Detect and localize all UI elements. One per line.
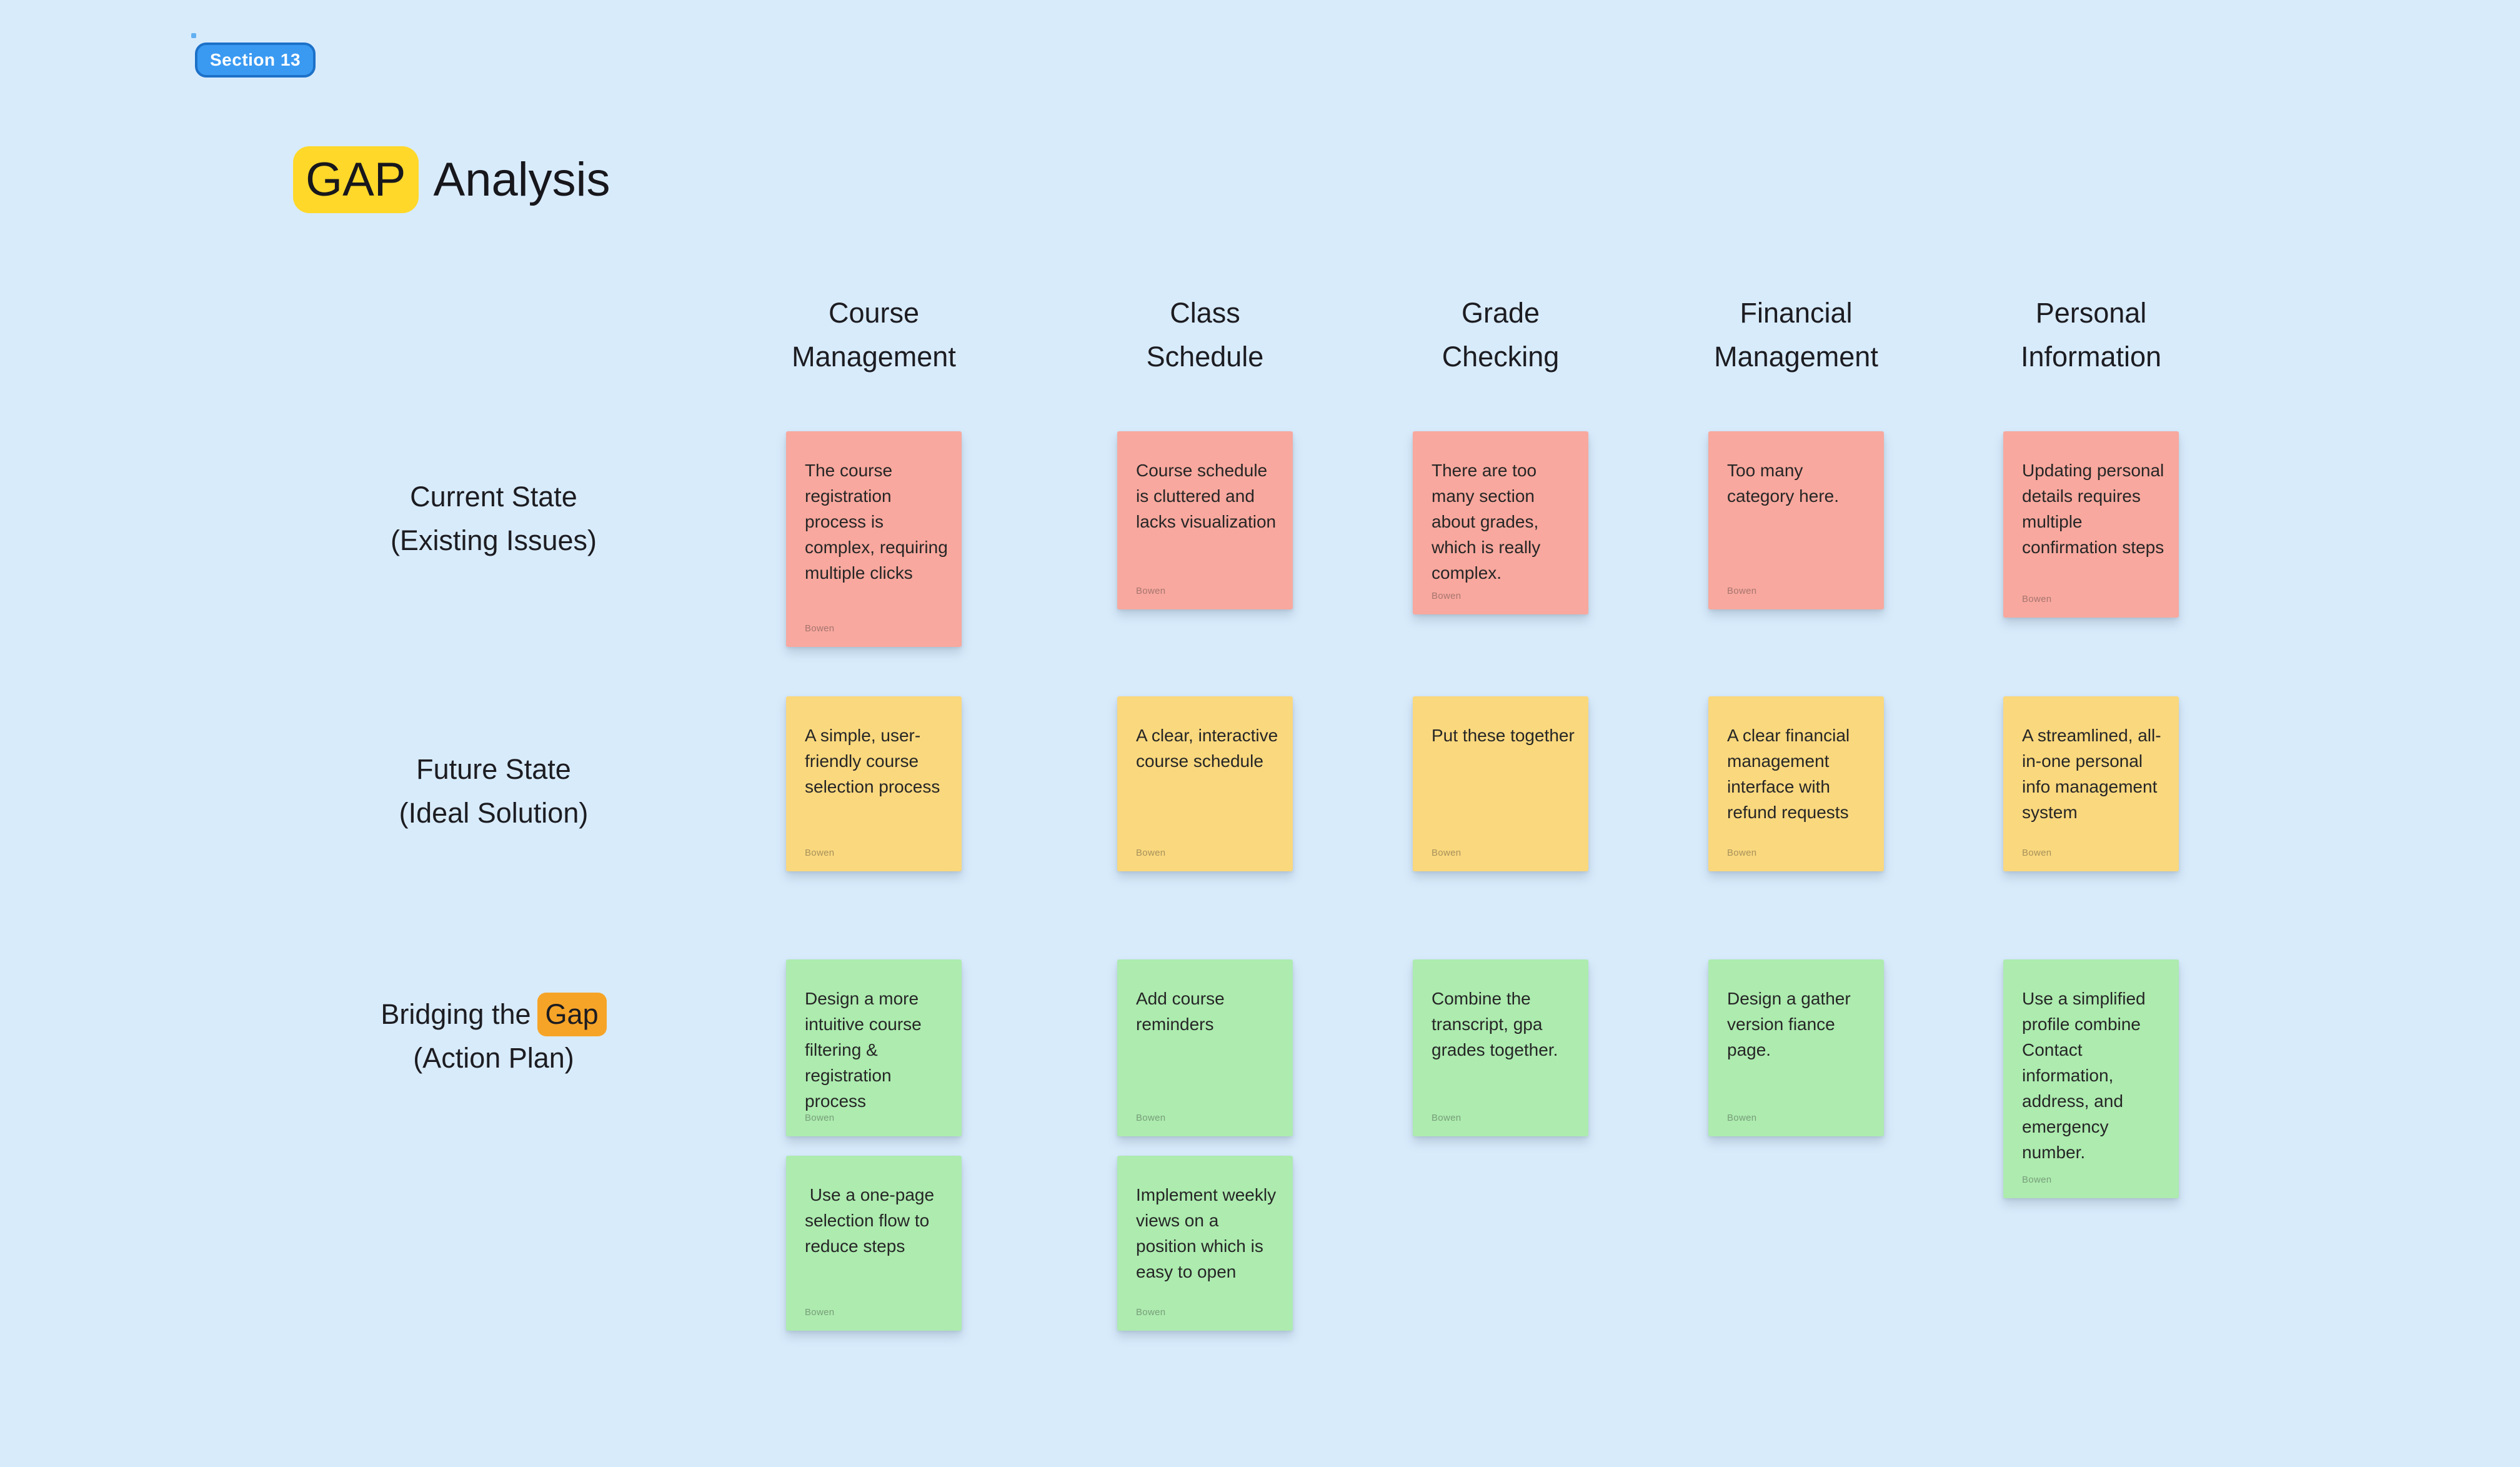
header-line: Personal [2035,297,2147,329]
sticky-note-text: Combine the transcript, gpa grades toget… [1432,989,1558,1059]
sticky-note-author: Bowen [1727,586,1757,596]
sticky-note-text: A streamlined, all-in-one personal info … [2022,726,2163,822]
sticky-note-author: Bowen [2022,594,2052,604]
sticky-note-current-financial-management[interactable]: Too many category here. Bowen [1708,431,1884,609]
sticky-note-author: Bowen [1432,591,1462,601]
sticky-note-text: Design a gather version fiance page. [1727,989,1856,1059]
sticky-note-future-grade-checking[interactable]: Put these together Bowen [1413,696,1588,871]
sticky-note-author: Bowen [1727,848,1757,858]
sticky-note-action1-class-schedule[interactable]: Add course reminders Bowen [1117,959,1293,1136]
column-header-personal-information[interactable]: Personal Information [1960,291,2223,379]
sticky-note-text: Course schedule is cluttered and lacks v… [1136,461,1277,531]
header-line: Information [2020,341,2162,373]
sticky-note-text: Design a more intuitive course filtering… [805,989,927,1111]
title-rest: Analysis [433,153,610,206]
sticky-note-text: Updating personal details requires multi… [2022,461,2169,557]
row-label-current-state[interactable]: Current State (Existing Issues) [350,475,637,563]
sticky-note-text: Implement weekly views on a position whi… [1136,1185,1281,1281]
header-line: Grade [1461,297,1540,329]
sticky-note-author: Bowen [1136,586,1166,596]
sticky-note-current-class-schedule[interactable]: Course schedule is cluttered and lacks v… [1117,431,1293,609]
sticky-note-future-financial-management[interactable]: A clear financial management interface w… [1708,696,1884,871]
header-line: Checking [1442,341,1560,373]
header-line: Management [792,341,956,373]
sticky-note-future-personal-information[interactable]: A streamlined, all-in-one personal info … [2003,696,2179,871]
sticky-note-action1-grade-checking[interactable]: Combine the transcript, gpa grades toget… [1413,959,1588,1136]
sticky-note-text: There are too many section about grades,… [1432,461,1546,583]
header-line: Schedule [1146,341,1264,373]
row-label-line: (Existing Issues) [390,524,597,556]
sticky-note-future-class-schedule[interactable]: A clear, interactive course schedule Bow… [1117,696,1293,871]
column-header-course-management[interactable]: Course Management [742,291,1005,379]
section-badge[interactable]: Section 13 [195,43,316,78]
title-highlight-gap: GAP [293,146,419,213]
sticky-note-author: Bowen [805,1113,835,1123]
sticky-note-text: Too many category here. [1727,461,1839,506]
section-badge-label: Section 13 [210,50,301,69]
sticky-note-author: Bowen [1136,848,1166,858]
row-label-text: Bridging the [381,998,531,1030]
sticky-note-current-grade-checking[interactable]: There are too many section about grades,… [1413,431,1588,614]
sticky-note-text: A clear, interactive course schedule [1136,726,1283,771]
sticky-note-text: Use a simplified profile combine Contact… [2022,989,2151,1162]
sticky-note-text: Put these together [1432,726,1575,745]
sticky-note-text: The course registration process is compl… [805,461,953,583]
row-label-line: (Ideal Solution) [399,797,589,829]
sticky-note-text: Add course reminders [1136,989,1230,1034]
sticky-note-text: Use a one-page selection flow to reduce … [805,1185,939,1256]
sticky-note-author: Bowen [2022,1174,2052,1185]
sticky-note-author: Bowen [805,623,835,634]
sticky-note-action1-personal-information[interactable]: Use a simplified profile combine Contact… [2003,959,2179,1198]
header-line: Class [1170,297,1240,329]
sticky-note-action2-class-schedule[interactable]: Implement weekly views on a position whi… [1117,1156,1293,1331]
sticky-note-author: Bowen [805,1307,835,1318]
row-label-line: (Action Plan) [413,1042,574,1074]
sticky-note-author: Bowen [2022,848,2052,858]
sticky-note-author: Bowen [1432,848,1462,858]
gap-highlight-chip: Gap [537,993,607,1036]
section-anchor-dot [191,33,196,38]
header-line: Course [828,297,920,329]
column-header-grade-checking[interactable]: Grade Checking [1369,291,1632,379]
row-label-line: Future State [416,753,571,785]
sticky-note-author: Bowen [1136,1113,1166,1123]
sticky-note-current-personal-information[interactable]: Updating personal details requires multi… [2003,431,2179,618]
header-line: Management [1714,341,1878,373]
column-header-financial-management[interactable]: Financial Management [1665,291,1928,379]
sticky-note-author: Bowen [1136,1307,1166,1318]
sticky-note-author: Bowen [805,848,835,858]
sticky-note-current-course-management[interactable]: The course registration process is compl… [786,431,962,647]
sticky-note-action1-course-management[interactable]: Design a more intuitive course filtering… [786,959,962,1136]
sticky-note-future-course-management[interactable]: A simple, user-friendly course selection… [786,696,962,871]
sticky-note-action2-course-management[interactable]: Use a one-page selection flow to reduce … [786,1156,962,1331]
sticky-note-action1-financial-management[interactable]: Design a gather version fiance page. Bow… [1708,959,1884,1136]
sticky-note-author: Bowen [1432,1113,1462,1123]
sticky-note-text: A simple, user-friendly course selection… [805,726,940,796]
column-header-class-schedule[interactable]: Class Schedule [1073,291,1337,379]
row-label-line: Current State [410,481,577,513]
sticky-note-author: Bowen [1727,1113,1757,1123]
header-line: Financial [1740,297,1853,329]
row-label-future-state[interactable]: Future State (Ideal Solution) [350,748,637,835]
sticky-note-text: A clear financial management interface w… [1727,726,1855,822]
page-title[interactable]: GAP Analysis [293,146,610,213]
